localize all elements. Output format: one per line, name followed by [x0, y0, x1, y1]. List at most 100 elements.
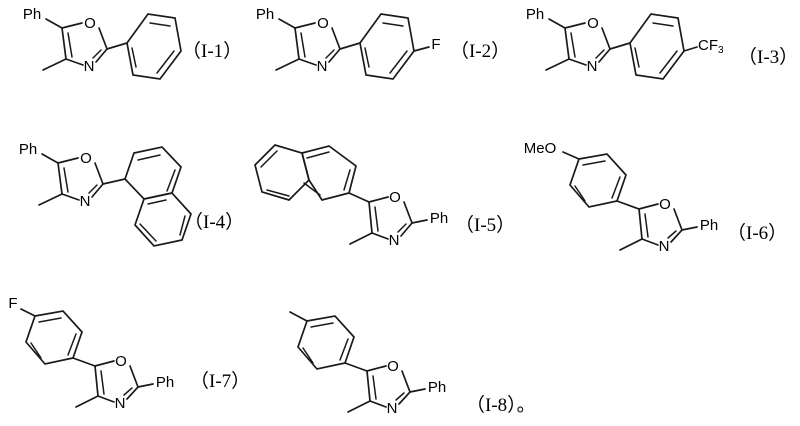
bond-n-c4 — [369, 400, 387, 408]
bond-c4-methyl — [275, 58, 300, 71]
structure-I-6: MeO O N Ph — [524, 140, 718, 255]
compound-label-I-8-text: （I-8） — [466, 395, 517, 416]
structure-I-8: O N Ph — [289, 311, 446, 417]
bond-o-c2 — [129, 365, 139, 388]
ring-phenyl — [126, 13, 182, 80]
atom-label-ph: Ph — [428, 379, 446, 396]
compound-label-I-2: （I-2） — [450, 41, 511, 62]
naph-double-3 — [147, 199, 167, 205]
bond-c2-n-double — [325, 49, 335, 59]
bond-c2-aryl — [609, 42, 631, 50]
bond-c4-c5-double — [372, 375, 377, 400]
ring-double-1 — [582, 160, 606, 166]
bond-o-c2 — [673, 208, 683, 231]
bond-c2-n — [400, 222, 413, 237]
bond-c4-c5-double — [300, 32, 306, 58]
naph-double-2 — [266, 189, 290, 197]
bond-c2-n — [398, 391, 411, 405]
bond-c5-o — [94, 360, 115, 367]
structure-I-1: Ph O N — [23, 6, 182, 80]
structure-I-5: O N Ph — [254, 144, 448, 249]
bond-c5-o — [57, 157, 79, 164]
bond-c4-methyl — [619, 238, 643, 251]
ring-double-2 — [67, 333, 77, 356]
bond-c5-o — [294, 22, 316, 29]
bond-c4-c5-double — [570, 32, 576, 58]
ring-phenyl-double-2 — [156, 50, 175, 74]
atom-label-ph: Ph — [23, 6, 41, 23]
bond-n-c4 — [371, 232, 389, 240]
atom-label-n: N — [587, 58, 598, 75]
ring-double-2 — [389, 50, 408, 74]
bond-c4-methyl — [75, 395, 99, 408]
atom-label-ph: Ph — [256, 6, 274, 23]
ring-naphthalene-lower — [134, 192, 192, 247]
ring-double-2 — [611, 176, 621, 199]
bond-c4-c5-double — [100, 370, 105, 395]
bond-c4-c5 — [61, 27, 67, 60]
atom-label-o: O — [587, 15, 599, 32]
ring-double-3 — [634, 47, 640, 68]
bond-o-c2 — [331, 27, 341, 50]
atom-label-n: N — [389, 232, 400, 249]
ring-double-3 — [302, 347, 314, 364]
bond-c2-ph — [681, 226, 698, 231]
bond-o-c2 — [94, 162, 104, 185]
atom-label-o: O — [80, 150, 92, 167]
naph-double-1 — [260, 150, 278, 168]
bond-c5-o — [366, 365, 387, 372]
bond-c5-o — [638, 203, 659, 210]
bond-c5-o — [61, 22, 83, 29]
atom-label-ph: Ph — [700, 217, 718, 234]
atom-label-o: O — [115, 353, 127, 370]
atom-label-o: O — [659, 196, 671, 213]
bond-aryl-c5 — [72, 357, 96, 367]
naph-double-4 — [139, 223, 157, 242]
bond-c4-c5 — [57, 162, 63, 195]
structure-I-4: Ph O N — [19, 141, 192, 247]
bond-aryl-c5 — [344, 362, 368, 372]
atom-label-n: N — [80, 193, 91, 210]
bond-ph-c5 — [45, 18, 63, 29]
bond-c2-n-double — [92, 49, 102, 59]
bond-o-c2 — [98, 27, 108, 50]
compound-label-I-3: （I-3） — [738, 47, 799, 68]
ring-double-1 — [38, 317, 62, 323]
bond-c4-c5-double — [644, 213, 649, 238]
compound-label-I-8: （I-8）。 — [466, 390, 536, 417]
bond-c4-c5 — [638, 208, 643, 240]
atom-label-n: N — [317, 58, 328, 75]
naph-double-4 — [343, 169, 351, 191]
bond-c2-n — [670, 229, 683, 243]
bond-c5-o — [564, 22, 586, 29]
bond-c4-methyl — [42, 58, 67, 71]
compound-label-I-6: （I-6） — [727, 223, 788, 244]
bond-ph-c5 — [548, 18, 566, 29]
bond-n-c4 — [65, 58, 84, 66]
bond-c2-aryl — [339, 42, 361, 50]
bond-n-c4 — [61, 193, 80, 201]
bond-c2-n-double — [88, 184, 98, 194]
ring-double-2 — [659, 50, 678, 74]
ring-double-1 — [382, 22, 404, 27]
bond-c2-ph — [409, 388, 426, 393]
bond-c4-methyl — [349, 232, 373, 245]
atom-label-f: F — [431, 36, 440, 53]
bond-c4-c5 — [94, 365, 99, 397]
bond-c2-n-double — [667, 230, 677, 239]
bond-o-c2 — [601, 27, 611, 50]
bond-c4-methyl — [38, 193, 63, 206]
bond-c2-ph — [137, 383, 154, 388]
bond-naphthyl-c5 — [348, 192, 370, 203]
bond-c4-c5 — [294, 27, 300, 60]
bond-c2-n-double — [395, 392, 405, 401]
ring-naphthalene-upper — [124, 146, 182, 200]
compound-label-I-5: （I-5） — [455, 215, 516, 236]
bond-c2-n-double — [595, 49, 605, 59]
bond-n-c4 — [641, 238, 659, 246]
atom-label-n: N — [659, 238, 670, 255]
atom-label-ph: Ph — [19, 141, 37, 158]
structure-I-3: Ph O N CF3 — [526, 6, 724, 80]
naph-double-1 — [137, 154, 161, 161]
